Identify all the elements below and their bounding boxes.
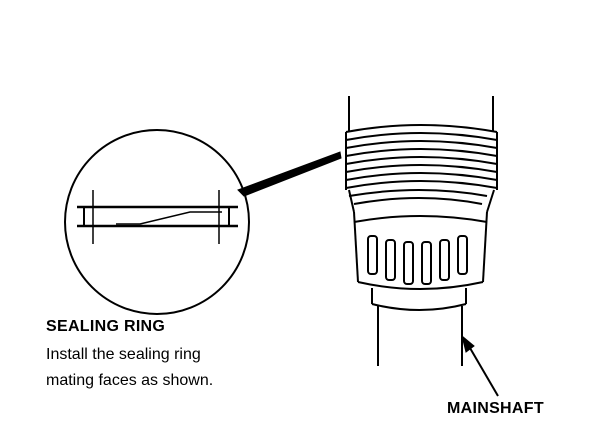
ring-mating-joint — [116, 211, 222, 225]
mainshaft-leader — [461, 334, 499, 397]
detail-circle-group — [64, 129, 250, 315]
instruction-line-1: Install the sealing ring — [46, 346, 201, 363]
splined-hub — [353, 211, 488, 290]
detail-circle — [64, 129, 250, 315]
shaft-lower — [377, 306, 463, 366]
mainshaft-label: MAINSHAFT — [447, 400, 544, 417]
detail-pointer — [237, 151, 342, 197]
shaft-upper — [348, 96, 494, 132]
sealing-rings-stack — [345, 124, 498, 213]
sealing-ring-label: SEALING RING — [46, 318, 166, 335]
shaft-collar — [371, 288, 467, 311]
instruction-line-2: mating faces as shown. — [46, 372, 214, 389]
